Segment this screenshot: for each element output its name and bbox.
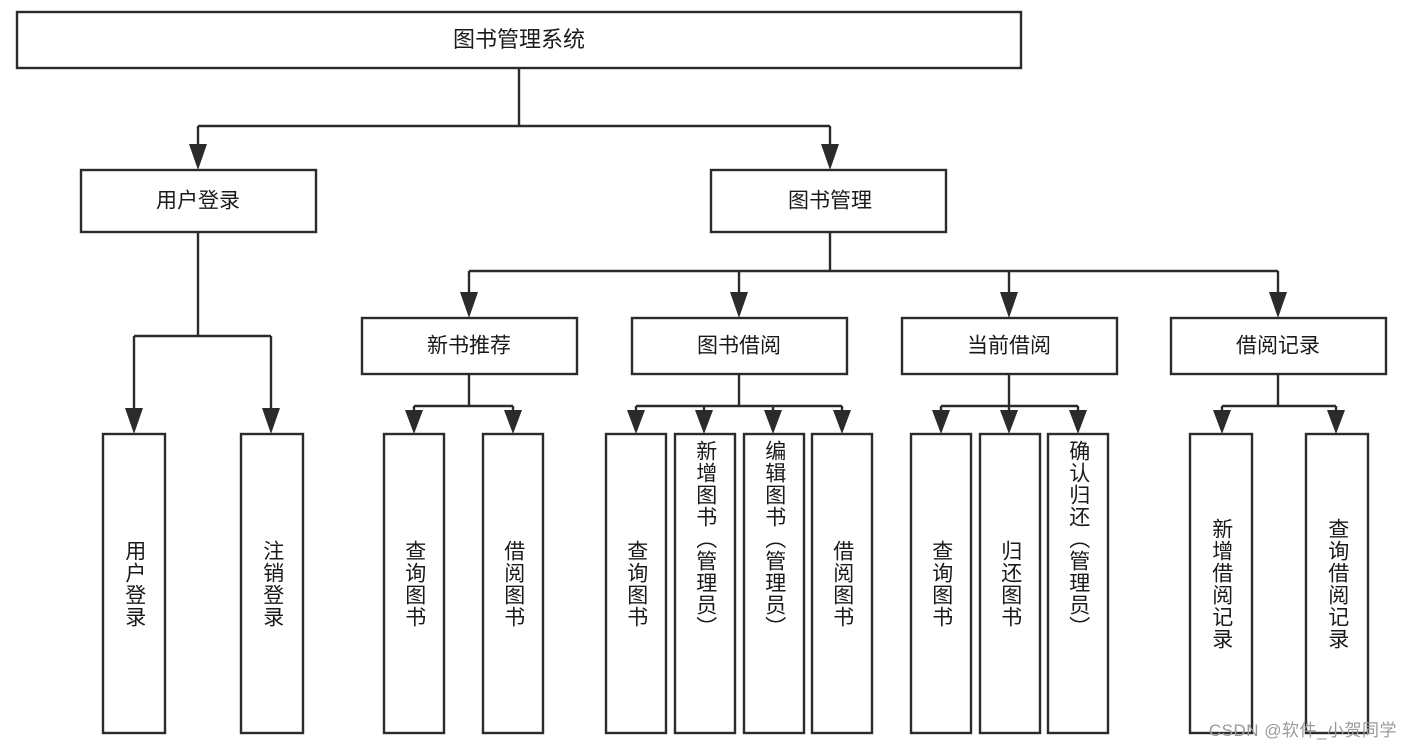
arrow-book-mgmt-to-new-book: [460, 292, 478, 318]
arrow-book-borrow-leaf-0: [627, 410, 645, 434]
arrow-borrow-record-leaf-0: [1213, 410, 1231, 434]
node-book-borrow-box[interactable]: [630, 316, 849, 376]
node-leaf-user-login-0-box[interactable]: [101, 432, 167, 735]
arrow-book-borrow-leaf-2: [764, 410, 782, 434]
node-leaf-current-borrow-0-box[interactable]: [909, 432, 973, 735]
node-root-box[interactable]: [15, 10, 1023, 70]
node-leaf-user-login-1-box[interactable]: [239, 432, 305, 735]
arrow-book-mgmt-to-borrow-record: [1269, 292, 1287, 318]
node-leaf-current-borrow-2-box[interactable]: [1046, 432, 1110, 735]
node-current-borrow-label: 当前借阅: [967, 335, 1051, 358]
node-leaf-book-borrow-3-box[interactable]: [810, 432, 874, 735]
arrow-current-borrow-leaf-1: [1000, 410, 1018, 434]
arrow-user-login-leaf-0: [125, 408, 143, 434]
node-leaf-book-borrow-1-box[interactable]: [673, 432, 737, 735]
node-root-label: 图书管理系统: [453, 27, 585, 52]
watermark-label: CSDN @软件_小贺同学: [1208, 721, 1397, 740]
arrow-book-borrow-leaf-1: [695, 410, 713, 434]
arrow-book-mgmt-to-current-borrow: [1000, 292, 1018, 318]
node-book-mgmt-box[interactable]: [709, 168, 948, 234]
node-leaf-new-book-0-box[interactable]: [382, 432, 446, 735]
arrow-current-borrow-leaf-2: [1069, 410, 1087, 434]
node-user-login-label: 用户登录: [156, 190, 240, 213]
node-leaf-book-borrow-0-box[interactable]: [604, 432, 668, 735]
arrow-root-to-book-mgmt: [821, 144, 839, 170]
arrow-borrow-record-leaf-1: [1327, 410, 1345, 434]
node-leaf-new-book-1-box[interactable]: [481, 432, 545, 735]
arrow-book-borrow-leaf-3: [833, 410, 851, 434]
node-layer: 图书管理系统 用户登录 图书管理 新书推荐 图书借阅 当前借阅 借阅记录: [15, 10, 1388, 735]
connector-layer: [125, 68, 1345, 434]
node-book-borrow-label: 图书借阅: [697, 335, 781, 358]
arrow-user-login-leaf-1: [262, 408, 280, 434]
arrow-current-borrow-leaf-0: [932, 410, 950, 434]
node-book-mgmt-label: 图书管理: [788, 190, 872, 213]
node-new-book-recommend-label: 新书推荐: [427, 335, 511, 358]
node-borrow-record-label: 借阅记录: [1236, 335, 1320, 358]
arrow-root-to-user-login: [189, 144, 207, 170]
arrow-new-book-leaf-0: [405, 410, 423, 434]
node-borrow-record-box[interactable]: [1169, 316, 1388, 376]
node-current-borrow-box[interactable]: [900, 316, 1119, 376]
node-user-login-box[interactable]: [79, 168, 318, 234]
node-leaf-borrow-record-1-box[interactable]: [1304, 432, 1370, 735]
node-leaf-book-borrow-2-box[interactable]: [742, 432, 806, 735]
node-leaf-borrow-record-0-box[interactable]: [1188, 432, 1254, 735]
arrow-book-mgmt-to-book-borrow: [730, 292, 748, 318]
node-leaf-current-borrow-1-box[interactable]: [978, 432, 1042, 735]
node-new-book-recommend-box[interactable]: [360, 316, 579, 376]
arrow-new-book-leaf-1: [504, 410, 522, 434]
